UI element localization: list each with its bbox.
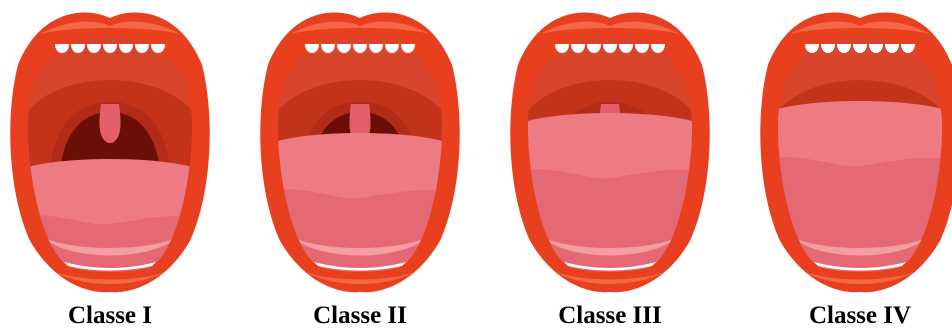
caption-classe-1: Classe I [68,302,152,329]
caption-classe-2: Classe II [313,302,407,329]
caption-classe-4: Classe IV [809,302,911,329]
uvula [99,104,120,143]
caption-classe-3: Classe III [558,302,662,329]
